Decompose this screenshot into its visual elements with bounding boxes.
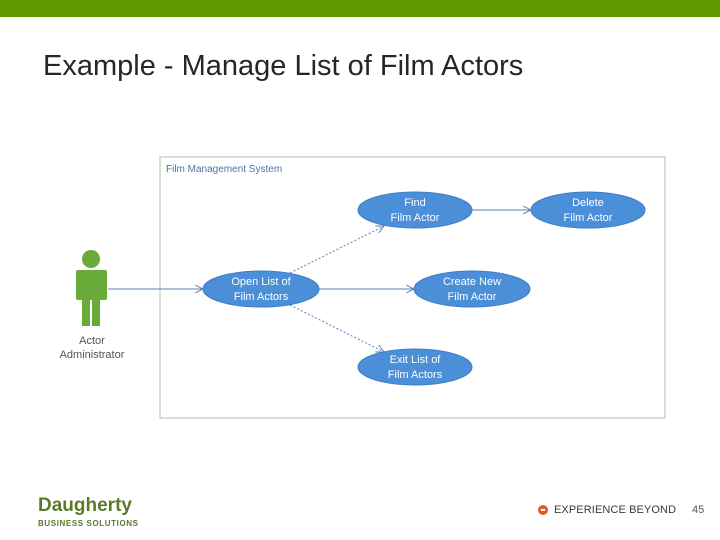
slide-title: Example - Manage List of Film Actors <box>43 50 524 82</box>
system-label: Film Management System <box>166 164 282 175</box>
use-case-find-line2: Film Actor <box>391 212 440 224</box>
tagline-dot-icon <box>538 505 548 515</box>
logo-subtitle: BUSINESS SOLUTIONS <box>38 519 139 528</box>
use-case-open-line2: Film Actors <box>234 291 289 303</box>
company-logo: Daugherty BUSINESS SOLUTIONS <box>38 495 139 529</box>
tagline-text: EXPERIENCE BEYOND <box>554 504 677 516</box>
actor-figure-icon <box>76 250 107 326</box>
logo-name: Daugherty <box>38 495 132 516</box>
use-case-exit-list-of-film-actors[interactable]: Exit List of Film Actors <box>357 348 473 386</box>
use-case-create-new-film-actor[interactable]: Create New Film Actor <box>413 270 531 308</box>
actor-label-role: Actor <box>79 335 105 347</box>
use-case-open-line1: Open List of <box>231 276 291 288</box>
tagline: EXPERIENCE BEYOND <box>538 504 676 516</box>
actor-label-name: Administrator <box>60 349 125 361</box>
use-case-exit-line2: Film Actors <box>388 369 443 381</box>
use-case-delete-line1: Delete <box>572 197 604 209</box>
use-case-delete-line2: Film Actor <box>564 212 613 224</box>
connector-open-exit <box>289 304 384 352</box>
top-accent-bar <box>0 0 720 17</box>
use-case-exit-line1: Exit List of <box>390 354 442 366</box>
connector-open-find <box>289 226 384 274</box>
use-case-open-list-of-film-actors[interactable]: Open List of Film Actors <box>202 270 320 308</box>
use-case-delete-film-actor[interactable]: Delete Film Actor <box>530 191 646 229</box>
use-case-create-line1: Create New <box>443 276 501 288</box>
use-case-create-line2: Film Actor <box>448 291 497 303</box>
use-case-find-line1: Find <box>404 197 425 209</box>
use-case-find-film-actor[interactable]: Find Film Actor <box>357 191 473 229</box>
page-number: 45 <box>692 504 705 516</box>
